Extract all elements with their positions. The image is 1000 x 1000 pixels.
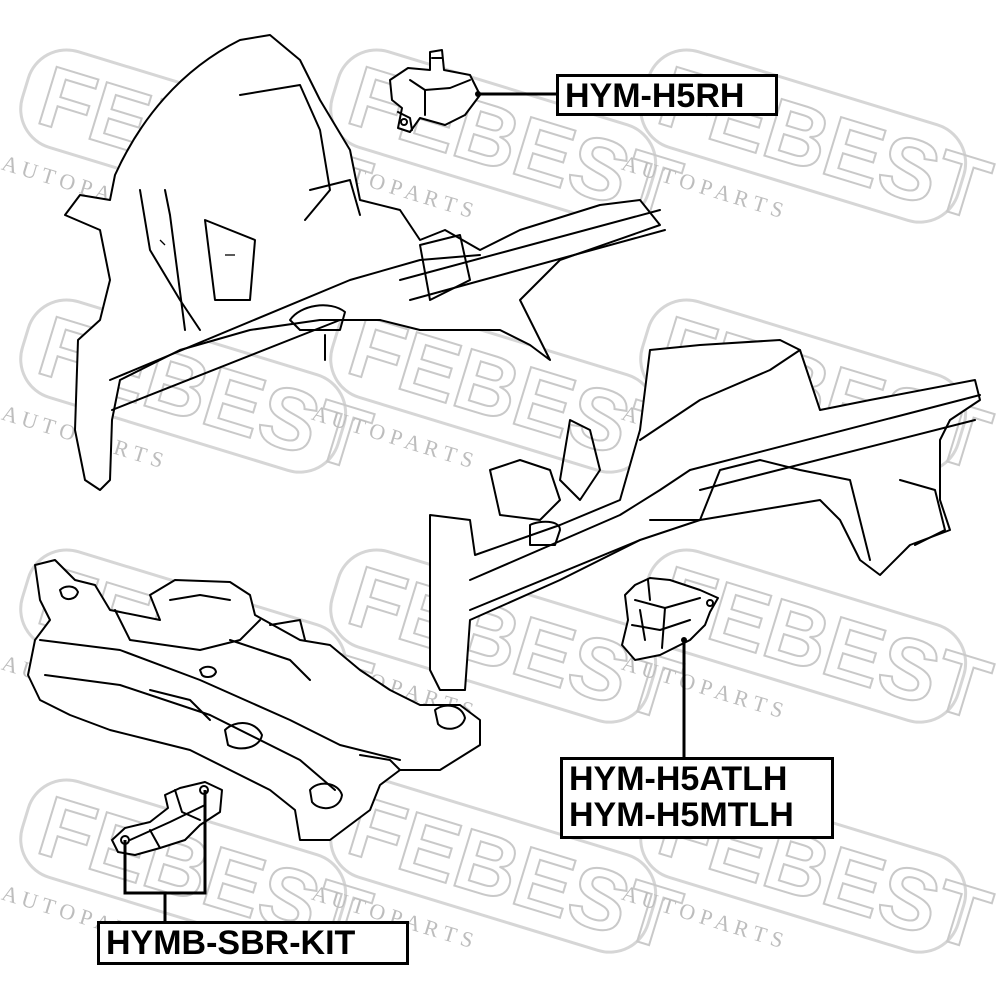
part-label-lh-mount-at: HYM-H5ATLH [569,760,788,798]
part-label-lh-mount-mt: HYM-H5MTLH [569,796,794,834]
leader-lh-mount-dot [681,637,687,643]
front-subframe [27,559,481,841]
left-front-apron-assembly [429,339,981,691]
part-label-rh-mount: HYM-H5RH [556,74,778,116]
right-front-apron-assembly [64,34,666,491]
part-label-rear-mount: HYMB-SBR-KIT [97,921,409,965]
rear-roll-stopper [111,781,223,856]
transmission-mount-lh [621,577,719,661]
part-label-lh-mount: HYM-H5ATLH HYM-H5MTLH [560,757,834,839]
leader-lines [123,91,687,921]
engine-mount-rh [389,49,481,133]
watermark-brand: FEBEST [648,548,1000,739]
leader-rh-mount-dot [475,91,481,97]
